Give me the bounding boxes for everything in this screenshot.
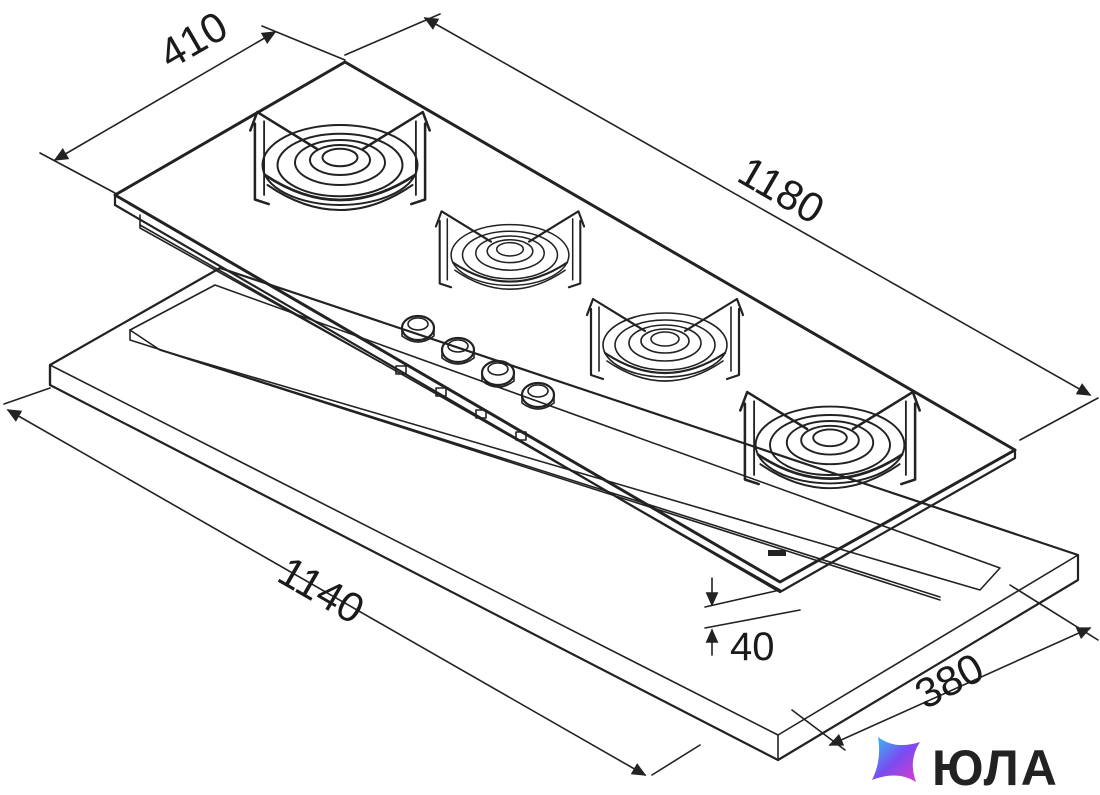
dimension-length-cutout: 1140 bbox=[3, 387, 701, 776]
burner-front-right bbox=[739, 390, 921, 490]
dim-380-label: 380 bbox=[907, 644, 991, 718]
dimension-height: 40 bbox=[704, 577, 801, 669]
yula-logo: ЮЛА bbox=[872, 737, 1059, 795]
burner-rear-left bbox=[249, 110, 431, 212]
yula-logo-text: ЮЛА bbox=[932, 740, 1059, 795]
burner-rear-middle bbox=[434, 210, 586, 291]
dimension-length-top: 1180 bbox=[344, 13, 1099, 441]
dim-1140-label: 1140 bbox=[271, 547, 373, 633]
yula-star-icon bbox=[872, 737, 920, 782]
burner-front-middle bbox=[585, 297, 745, 383]
brand-badge bbox=[768, 550, 786, 556]
dim-40-label: 40 bbox=[730, 625, 775, 669]
dim-410-label: 410 bbox=[151, 2, 235, 78]
dimension-depth-top: 410 bbox=[39, 2, 346, 194]
cooktop-glass-plate bbox=[113, 60, 1017, 594]
